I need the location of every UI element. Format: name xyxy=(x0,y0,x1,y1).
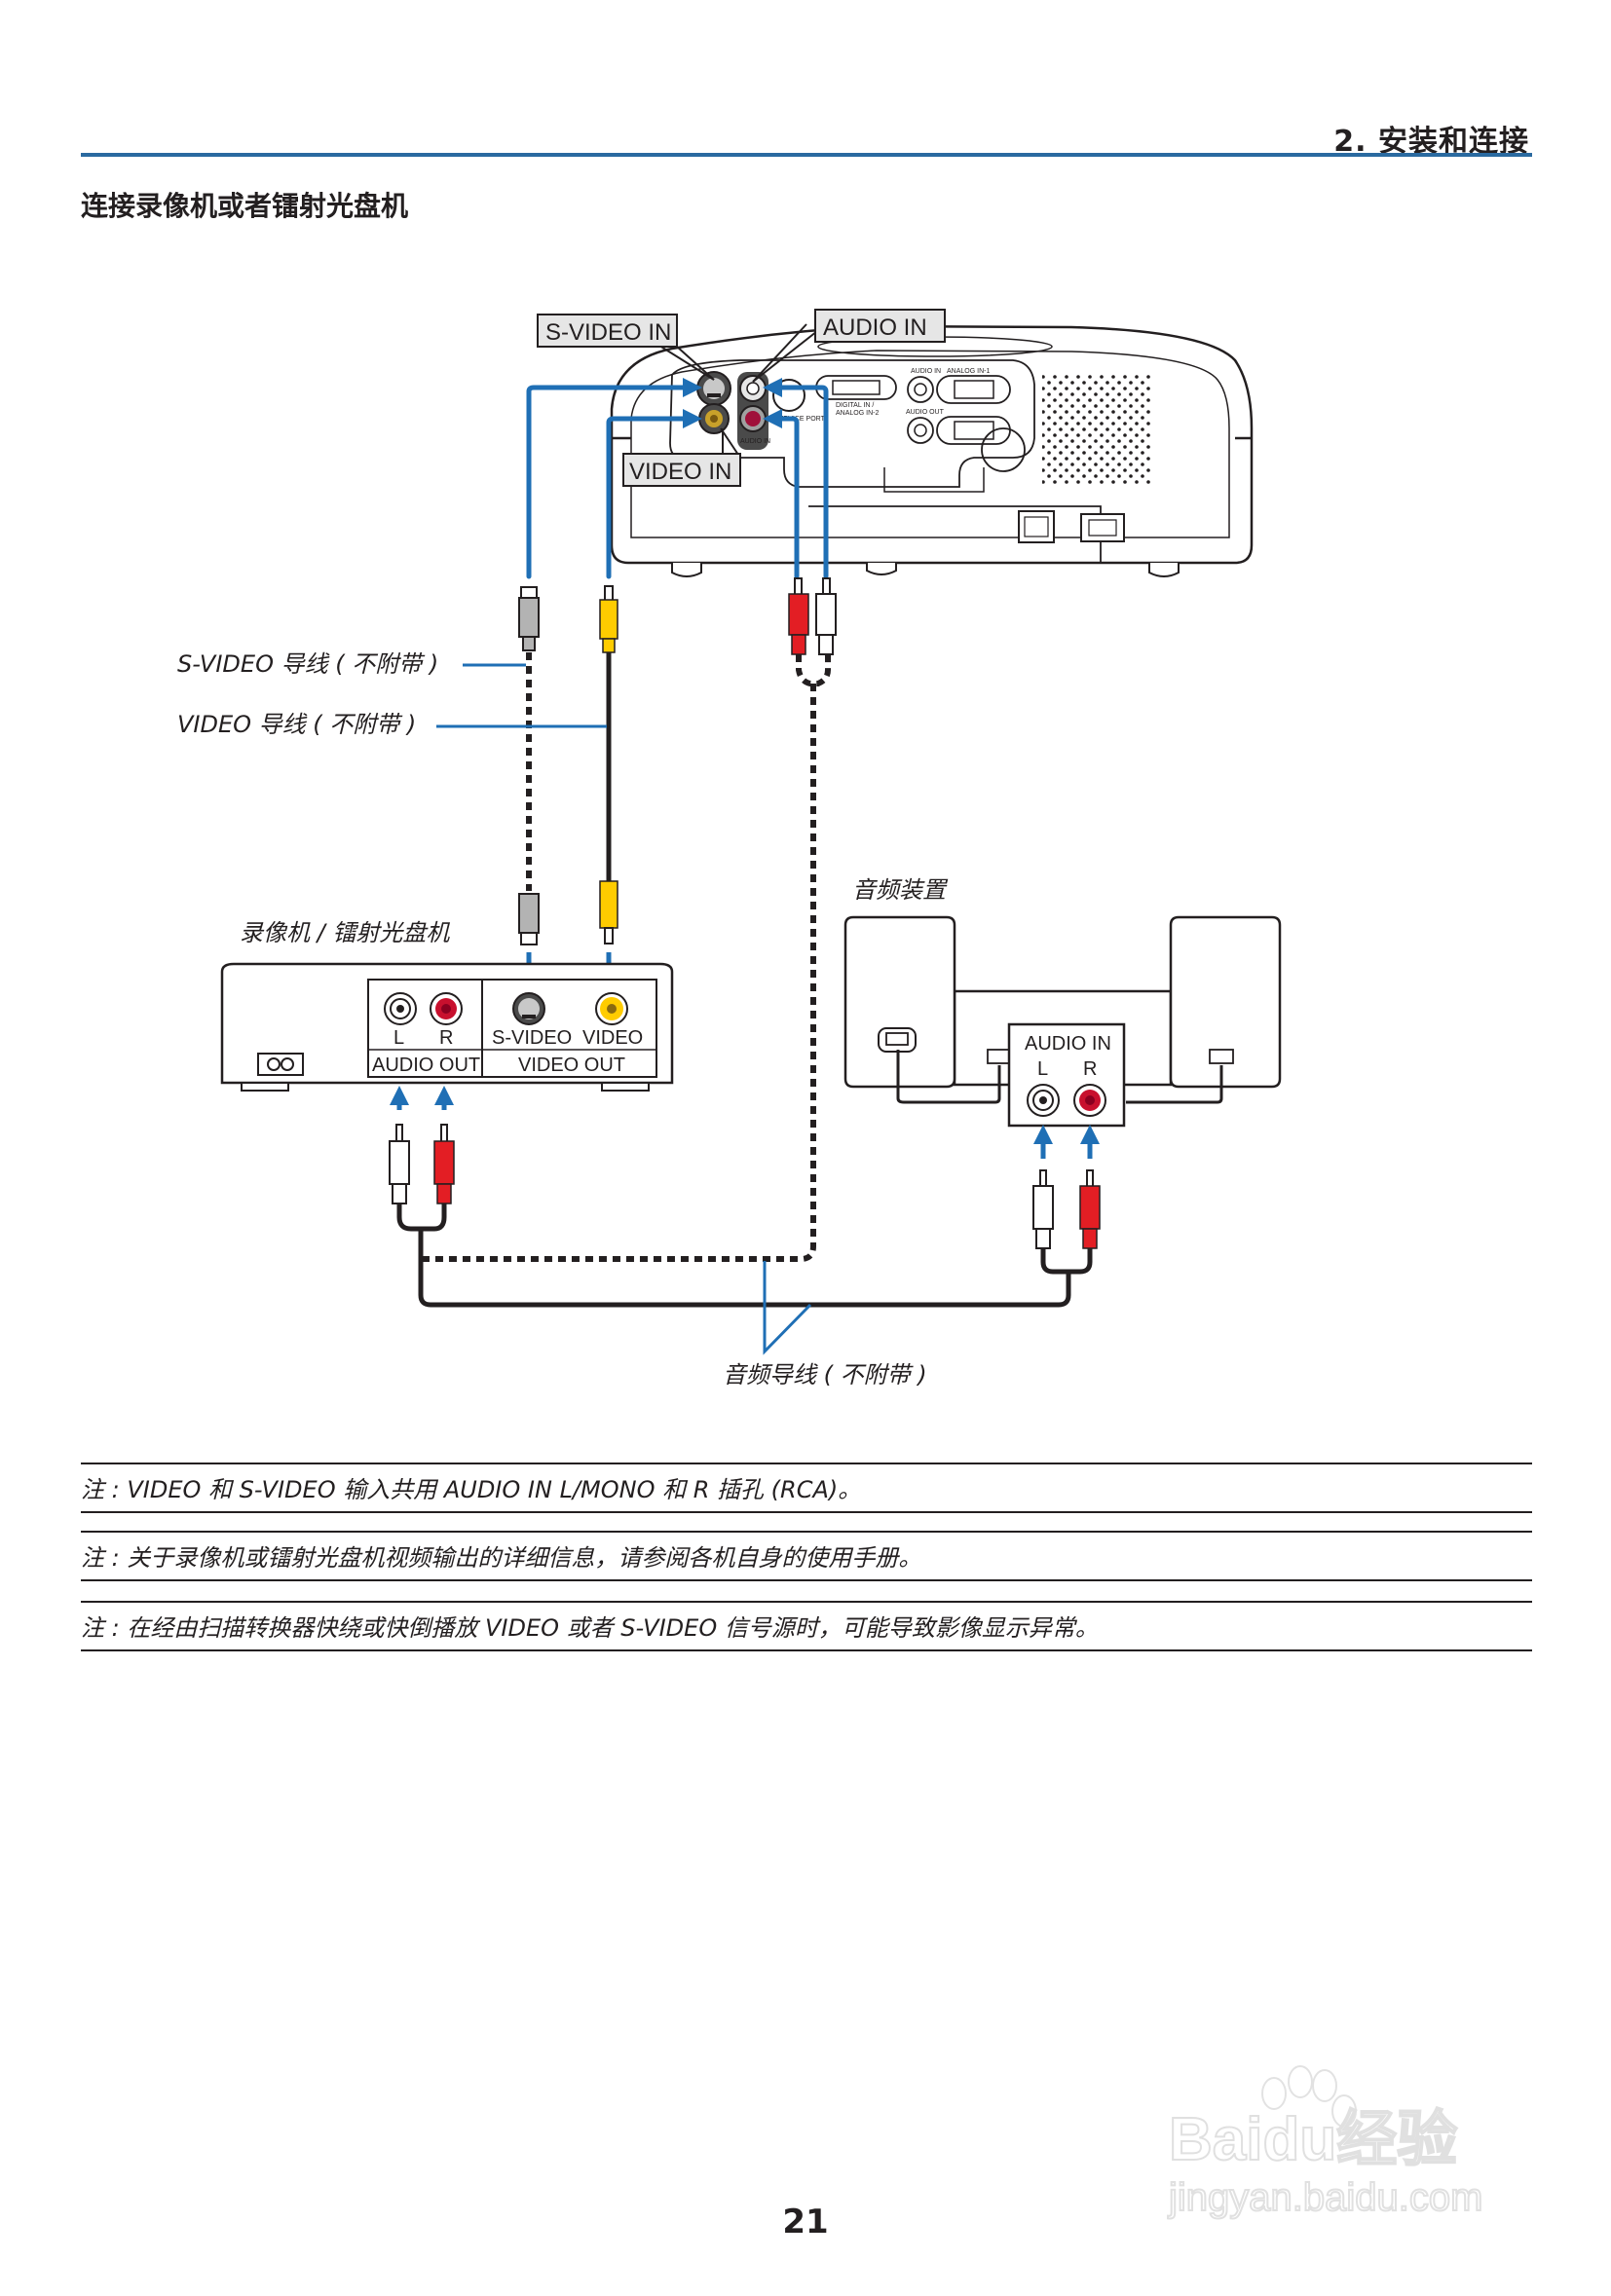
vcr-title: 录像机 / 镭射光盘机 xyxy=(240,919,450,946)
audio-cable-projector-dashed xyxy=(421,654,831,1262)
watermark-brand: Baidu经验 xyxy=(1169,2106,1457,2173)
connection-diagram: AUDIO IN SERVICE PORT DIGITAL IN / ANALO… xyxy=(177,309,1282,1389)
audio-device-title: 音频装置 xyxy=(852,876,949,904)
audio-device-l-jack xyxy=(1027,1084,1060,1117)
audio-device-label-l: L xyxy=(1037,1058,1048,1080)
callout-video-in-label: VIDEO IN xyxy=(629,459,731,485)
vcr-audio-r-jack xyxy=(430,992,463,1025)
audio-device-r-jack xyxy=(1073,1084,1106,1117)
arrow-audio-r-to-projector xyxy=(763,409,800,579)
audio-device-input-panel xyxy=(1007,1022,1126,1128)
audio-l-plug-top xyxy=(815,577,837,655)
audio-in-r-jack xyxy=(739,405,767,432)
arrow-video-to-projector xyxy=(606,409,702,579)
audio-out-jack xyxy=(907,417,934,444)
callout-audio-in: AUDIO IN xyxy=(752,309,946,383)
vcr-label-audio-out: AUDIO OUT xyxy=(372,1055,480,1076)
audio-device-plugs xyxy=(1032,1169,1101,1249)
vcr-audio-l-jack xyxy=(384,992,417,1025)
vcr-audio-plugs xyxy=(389,1124,455,1204)
panel-label-analog-in-2: ANALOG IN-2 xyxy=(836,410,879,417)
audio-in-2-jack xyxy=(907,376,934,403)
header-rule xyxy=(81,153,1532,157)
watermark-url: jingyan.baidu.com xyxy=(1168,2176,1482,2219)
svideo-in-jack xyxy=(696,371,731,406)
panel-label-digital-in: DIGITAL IN / xyxy=(836,402,874,409)
analog-in-1-port xyxy=(936,375,1011,404)
svideo-plug-top xyxy=(518,586,540,651)
vcr-svideo-jack xyxy=(512,992,545,1025)
vcr-label-video: VIDEO xyxy=(582,1027,643,1049)
paw-icon xyxy=(1261,2065,1357,2128)
panel-label-audio-in-small: AUDIO IN xyxy=(740,438,770,445)
audio-device: AUDIO IN L R xyxy=(843,915,1282,1128)
audio-device-label-r: R xyxy=(1083,1058,1097,1080)
page-number: 21 xyxy=(782,2203,829,2241)
panel-label-analog-in-1: ANALOG IN-1 xyxy=(947,368,990,375)
note-2: 注 : 关于录像机或镭射光盘机视频输出的详细信息，请参阅各机自身的使用手册。 xyxy=(81,1531,1532,1581)
callout-audio-in-label: AUDIO IN xyxy=(823,315,927,341)
vcr-video-jack xyxy=(595,992,628,1025)
panel-label-audio-out: AUDIO OUT xyxy=(906,409,945,416)
callout-video-in: VIDEO IN xyxy=(622,427,741,487)
label-svideo-cable: S-VIDEO 导线 ( 不附带 ) xyxy=(177,650,438,678)
panel-label-service-port: SERVICE PORT xyxy=(774,416,826,423)
label-audio-cable: 音频导线 ( 不附带 ) xyxy=(723,1361,927,1389)
callout-svideo-in-label: S-VIDEO IN xyxy=(545,319,671,346)
vcr-label-svideo: S-VIDEO xyxy=(492,1027,572,1049)
callout-svideo-in: S-VIDEO IN xyxy=(537,314,715,381)
ac-inlet xyxy=(1080,513,1125,542)
audio-r-plug-top xyxy=(788,577,809,655)
video-in-jack xyxy=(698,403,730,434)
vcr-device: L R AUDIO OUT S-VIDEO VIDEO VIDEO OUT xyxy=(220,962,674,1092)
baidu-watermark: Baidu经验 jingyan.baidu.com xyxy=(1167,2065,1483,2220)
left-speaker xyxy=(843,915,956,1089)
arrow-audio-l-to-projector xyxy=(763,378,829,579)
speaker-grille xyxy=(1042,375,1151,484)
audio-cable-solid xyxy=(396,1204,1071,1308)
note-1: 注 : VIDEO 和 S-VIDEO 输入共用 AUDIO IN L/MONO… xyxy=(81,1463,1532,1513)
label-video-cable: VIDEO 导线 ( 不附带 ) xyxy=(177,711,416,738)
panel-label-audio-in-2: AUDIO IN xyxy=(911,368,941,375)
vcr-label-r: R xyxy=(439,1027,453,1049)
page-heading: 连接录像机或者镭射光盘机 xyxy=(81,190,409,222)
vcr-label-l: L xyxy=(393,1027,404,1049)
projector: AUDIO IN SERVICE PORT DIGITAL IN / ANALO… xyxy=(610,324,1254,577)
video-plug-top xyxy=(599,585,618,653)
right-speaker xyxy=(1169,915,1282,1089)
audio-device-label-audio-in: AUDIO IN xyxy=(1025,1033,1111,1055)
note-3: 注 : 在经由扫描转换器快绕或快倒播放 VIDEO 或者 S-VIDEO 信号源… xyxy=(81,1601,1532,1651)
arrow-svideo-to-projector xyxy=(526,378,702,579)
vcr-label-video-out: VIDEO OUT xyxy=(518,1055,625,1076)
video-plug-bottom xyxy=(599,880,618,944)
audio-in-l-jack xyxy=(739,375,767,402)
svideo-plug-bottom xyxy=(518,893,540,945)
